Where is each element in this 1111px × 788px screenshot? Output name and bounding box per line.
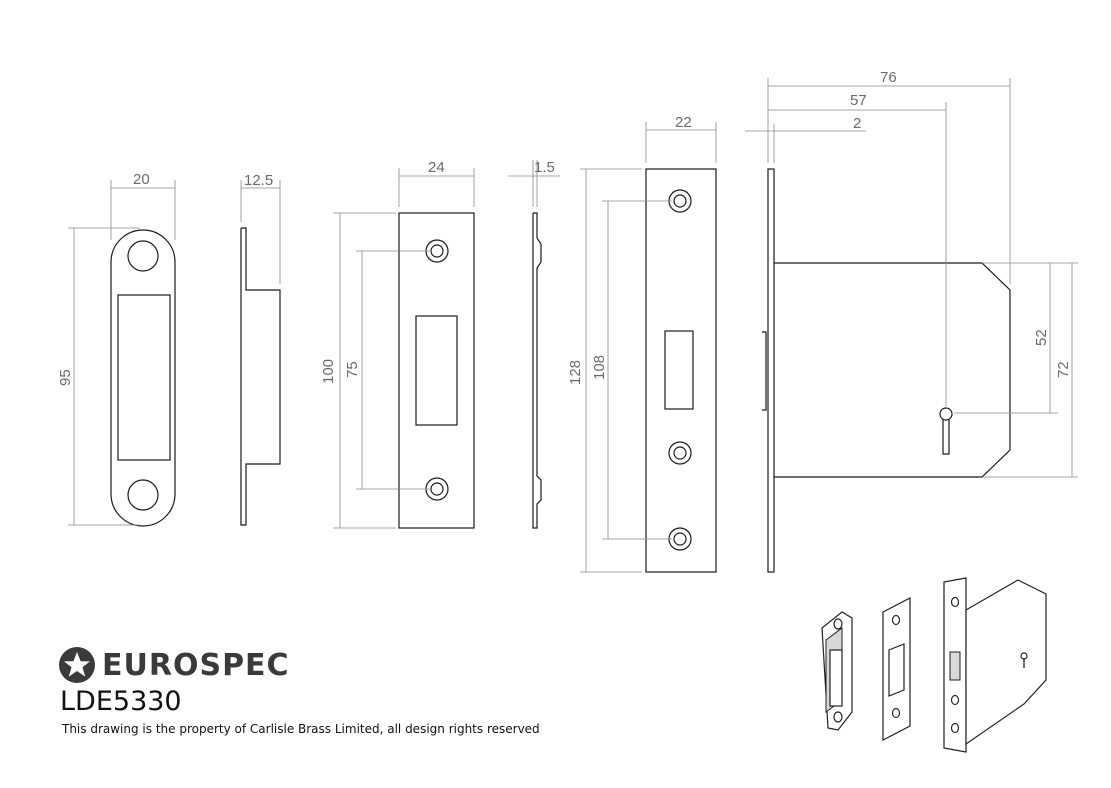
strike-width-label: 20 (133, 171, 150, 188)
forend-width-label: 22 (675, 114, 692, 131)
strike-width-dimension: 20 (110, 171, 176, 240)
strike-depth-label: 12.5 (244, 172, 273, 189)
keep-thickness-label: 1.5 (534, 159, 555, 176)
forend-height-label: 128 (567, 360, 584, 385)
star-circle-icon (59, 647, 95, 683)
forend-width-dimension: 22 (645, 114, 717, 163)
backset-label: 57 (850, 92, 867, 109)
strike-plate-side-view (240, 227, 281, 526)
keep-plate-front-view (398, 212, 475, 529)
forend-hole-centres-label: 108 (591, 355, 608, 380)
case-height-dimension: 72 (982, 262, 1078, 478)
keep-width-dimension: 24 (398, 159, 475, 207)
strike-plate-front-view (110, 229, 176, 527)
copyright-notice: This drawing is the property of Carlisle… (62, 722, 540, 736)
forend-hole-centres-dimension: 108 (591, 200, 672, 540)
keep-height-label: 100 (320, 359, 337, 384)
keep-plate-side-view (532, 212, 542, 529)
keep-width-label: 24 (428, 159, 445, 176)
case-overall-dimension: 76 (767, 69, 1011, 284)
forend-offset-label: 2 (853, 115, 861, 132)
keep-hole-centres-label: 75 (344, 361, 361, 378)
strike-height-dimension: 95 (57, 227, 140, 526)
forend-offset-dimension: 2 (745, 115, 866, 163)
forend-height-dimension: 128 (567, 168, 642, 573)
strike-height-label: 95 (57, 369, 74, 386)
case-overall-label: 76 (880, 69, 897, 86)
lock-case-side-view (762, 168, 1011, 573)
keep-thickness-dimension: 1.5 (508, 159, 560, 207)
isometric-lock-body (943, 577, 1047, 753)
keep-height-dimension: 100 (320, 212, 396, 529)
case-inner-height-label: 52 (1033, 329, 1050, 346)
isometric-keep-plate (882, 597, 911, 741)
product-code: LDE5330 (60, 686, 182, 717)
forend-front-view (645, 168, 717, 573)
brand-name: EUROSPEC (102, 648, 290, 683)
keep-hole-centres-dimension: 75 (344, 250, 430, 490)
backset-dimension: 57 (768, 92, 947, 406)
case-inner-height-dimension: 52 (954, 262, 1058, 414)
strike-depth-dimension: 12.5 (240, 172, 281, 284)
case-height-label: 72 (1055, 361, 1072, 378)
isometric-strike-plate (821, 611, 853, 731)
